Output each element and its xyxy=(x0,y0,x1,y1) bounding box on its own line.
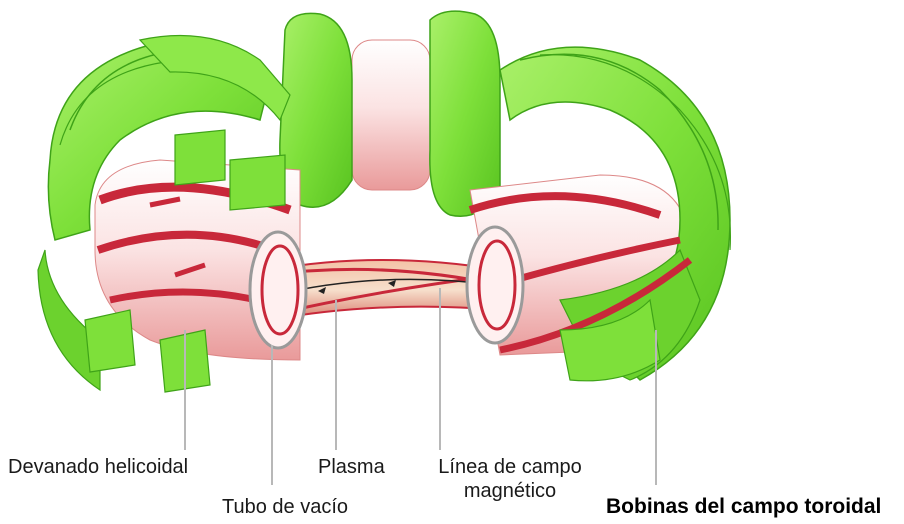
label-field-line-1: Línea de campo xyxy=(420,456,600,478)
label-vacuum-tube: Tubo de vacío xyxy=(222,496,348,518)
vacuum-tube-left-opening xyxy=(250,232,306,348)
back-vacuum-vessel xyxy=(352,40,430,190)
back-coil-right xyxy=(430,11,500,216)
label-plasma: Plasma xyxy=(318,456,385,478)
label-toroidal-coils: Bobinas del campo toroidal xyxy=(606,496,881,518)
vacuum-tube-right-opening xyxy=(467,227,523,343)
label-helical-winding: Devanado helicoidal xyxy=(8,456,188,478)
label-field-line-2: magnético xyxy=(420,480,600,502)
